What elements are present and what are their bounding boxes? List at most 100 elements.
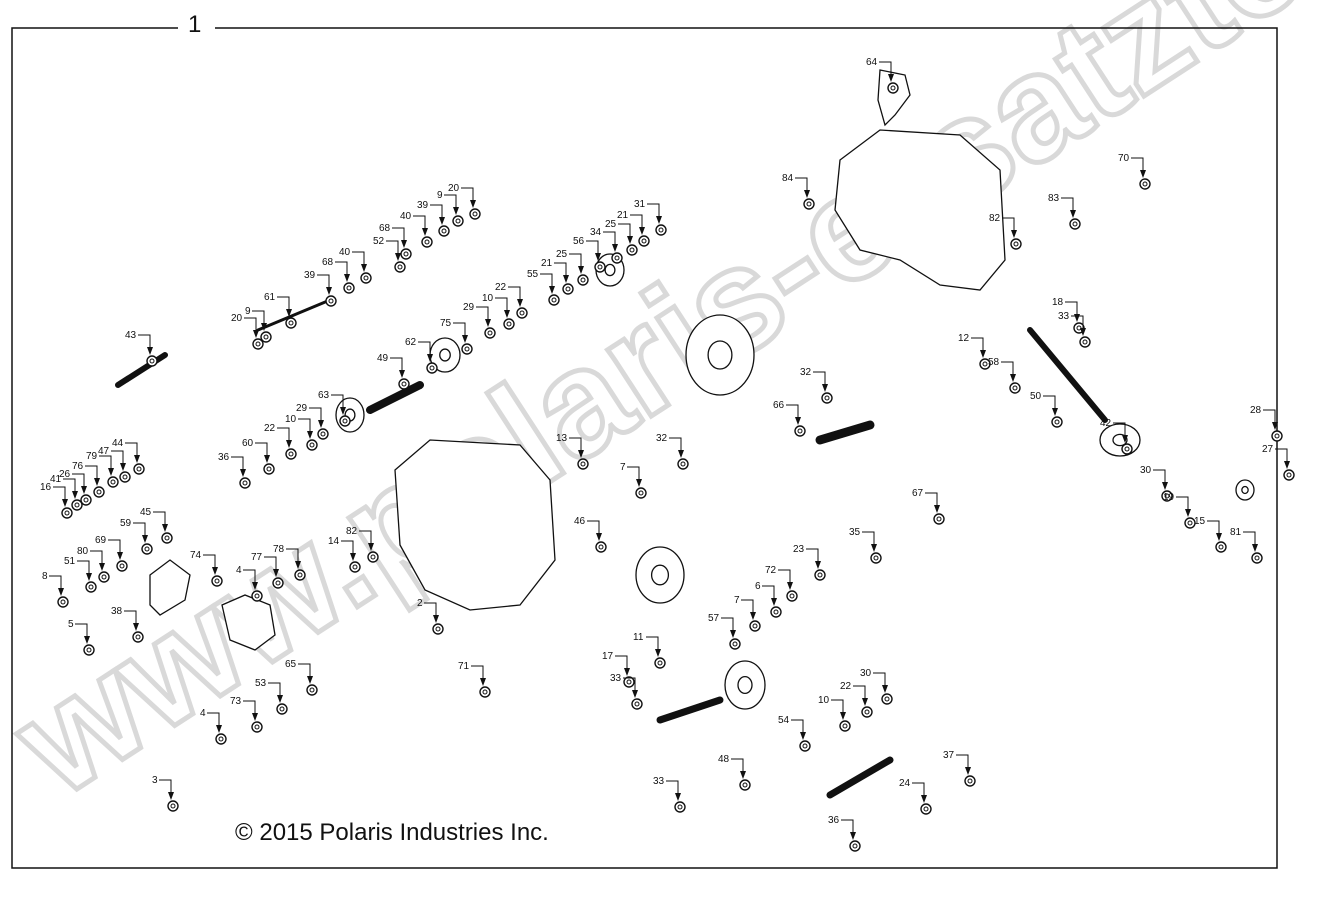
leader-line (630, 214, 643, 233)
part-bore (1124, 446, 1130, 452)
callout-23: 23 (793, 544, 826, 581)
arrow-head (563, 275, 569, 283)
callout-82: 82 (346, 526, 379, 563)
callout-label: 42 (1100, 418, 1112, 429)
leader-line (853, 685, 866, 704)
callout-label: 32 (800, 367, 812, 378)
part-bore (242, 480, 248, 486)
part-80 (98, 571, 110, 583)
leader-line (971, 337, 984, 356)
arrow-head (636, 479, 642, 487)
arrow-head (871, 544, 877, 552)
part-bore (806, 201, 812, 207)
arrow-head (216, 725, 222, 733)
callout-label: 60 (242, 438, 254, 449)
callout-37: 37 (943, 750, 976, 787)
part-14 (349, 561, 361, 573)
callout-24: 24 (899, 778, 932, 815)
leader-line (1243, 531, 1256, 550)
part-bore (441, 228, 447, 234)
callout-label: 25 (605, 219, 617, 230)
arrow-head (261, 323, 267, 331)
callout-82: 82 (989, 213, 1022, 250)
part-41 (71, 499, 83, 511)
leader-line (1001, 361, 1014, 380)
callout-4: 4 (236, 565, 263, 602)
arrow-head (120, 463, 126, 471)
callout-25: 25 (556, 249, 589, 286)
part-10 (839, 720, 851, 732)
arrow-head (453, 207, 459, 215)
part-5 (83, 644, 95, 656)
leader-line (159, 779, 172, 798)
callout-33: 33 (610, 673, 643, 710)
part-48 (739, 779, 751, 791)
arrow-head (462, 335, 468, 343)
part-30 (1161, 490, 1173, 502)
part-29 (484, 327, 496, 339)
part-11 (654, 657, 666, 669)
callout-label: 28 (1250, 405, 1262, 416)
callout-8: 8 (42, 571, 69, 608)
part-72 (786, 590, 798, 602)
arrow-head (58, 588, 64, 596)
part-bore (342, 418, 348, 424)
callout-20: 20 (448, 183, 481, 220)
callout-68: 68 (322, 257, 355, 294)
leader-line (618, 223, 631, 242)
part-bore (580, 277, 586, 283)
callout-39: 39 (417, 200, 450, 237)
arrow-head (307, 431, 313, 439)
part-bore (309, 687, 315, 693)
callout-43: 43 (125, 330, 158, 367)
part-bore (1218, 544, 1224, 550)
part-bore (464, 346, 470, 352)
arrow-head (72, 491, 78, 499)
callout-label: 40 (400, 211, 412, 222)
part-bore (1187, 520, 1193, 526)
part-22 (516, 307, 528, 319)
callout-label: 74 (190, 550, 202, 561)
housing-rear (834, 129, 1006, 291)
arrow-head (815, 561, 821, 569)
callout-30: 30 (860, 668, 893, 705)
part-10 (503, 318, 515, 330)
callout-46: 46 (574, 516, 607, 553)
part-bore (119, 563, 125, 569)
leader-line (508, 286, 521, 305)
leader-line (1131, 157, 1144, 176)
callout-label: 73 (230, 696, 242, 707)
callout-29: 29 (463, 302, 496, 339)
callout-20: 20 (231, 313, 264, 350)
callout-label: 43 (125, 330, 137, 341)
part-bore (1082, 339, 1088, 345)
callout-27: 27 (1262, 444, 1295, 481)
arrow-head (888, 74, 894, 82)
part-bore (842, 723, 848, 729)
part-33 (674, 801, 686, 813)
callout-label: 4 (200, 708, 206, 719)
arrow-head (307, 676, 313, 684)
callout-79: 79 (86, 451, 119, 488)
callout-label: 10 (482, 293, 494, 304)
leader-line (786, 404, 799, 423)
part-bore (96, 489, 102, 495)
callout-48: 48 (718, 754, 751, 791)
part-bore (279, 706, 285, 712)
part-bore (982, 361, 988, 367)
arrow-head (252, 713, 258, 721)
part-bore (634, 701, 640, 707)
leader-line (586, 240, 599, 259)
gear-54-hub (737, 675, 753, 695)
arrow-head (578, 266, 584, 274)
callout-label: 22 (495, 282, 507, 293)
leader-line (1263, 409, 1276, 428)
callout-label: 59 (120, 518, 132, 529)
part-bore (64, 510, 70, 516)
leader-line (813, 371, 826, 390)
part-36 (239, 477, 251, 489)
part-bore (752, 623, 758, 629)
part-6 (770, 606, 782, 618)
part-bore (629, 247, 635, 253)
callout-14: 14 (328, 536, 361, 573)
